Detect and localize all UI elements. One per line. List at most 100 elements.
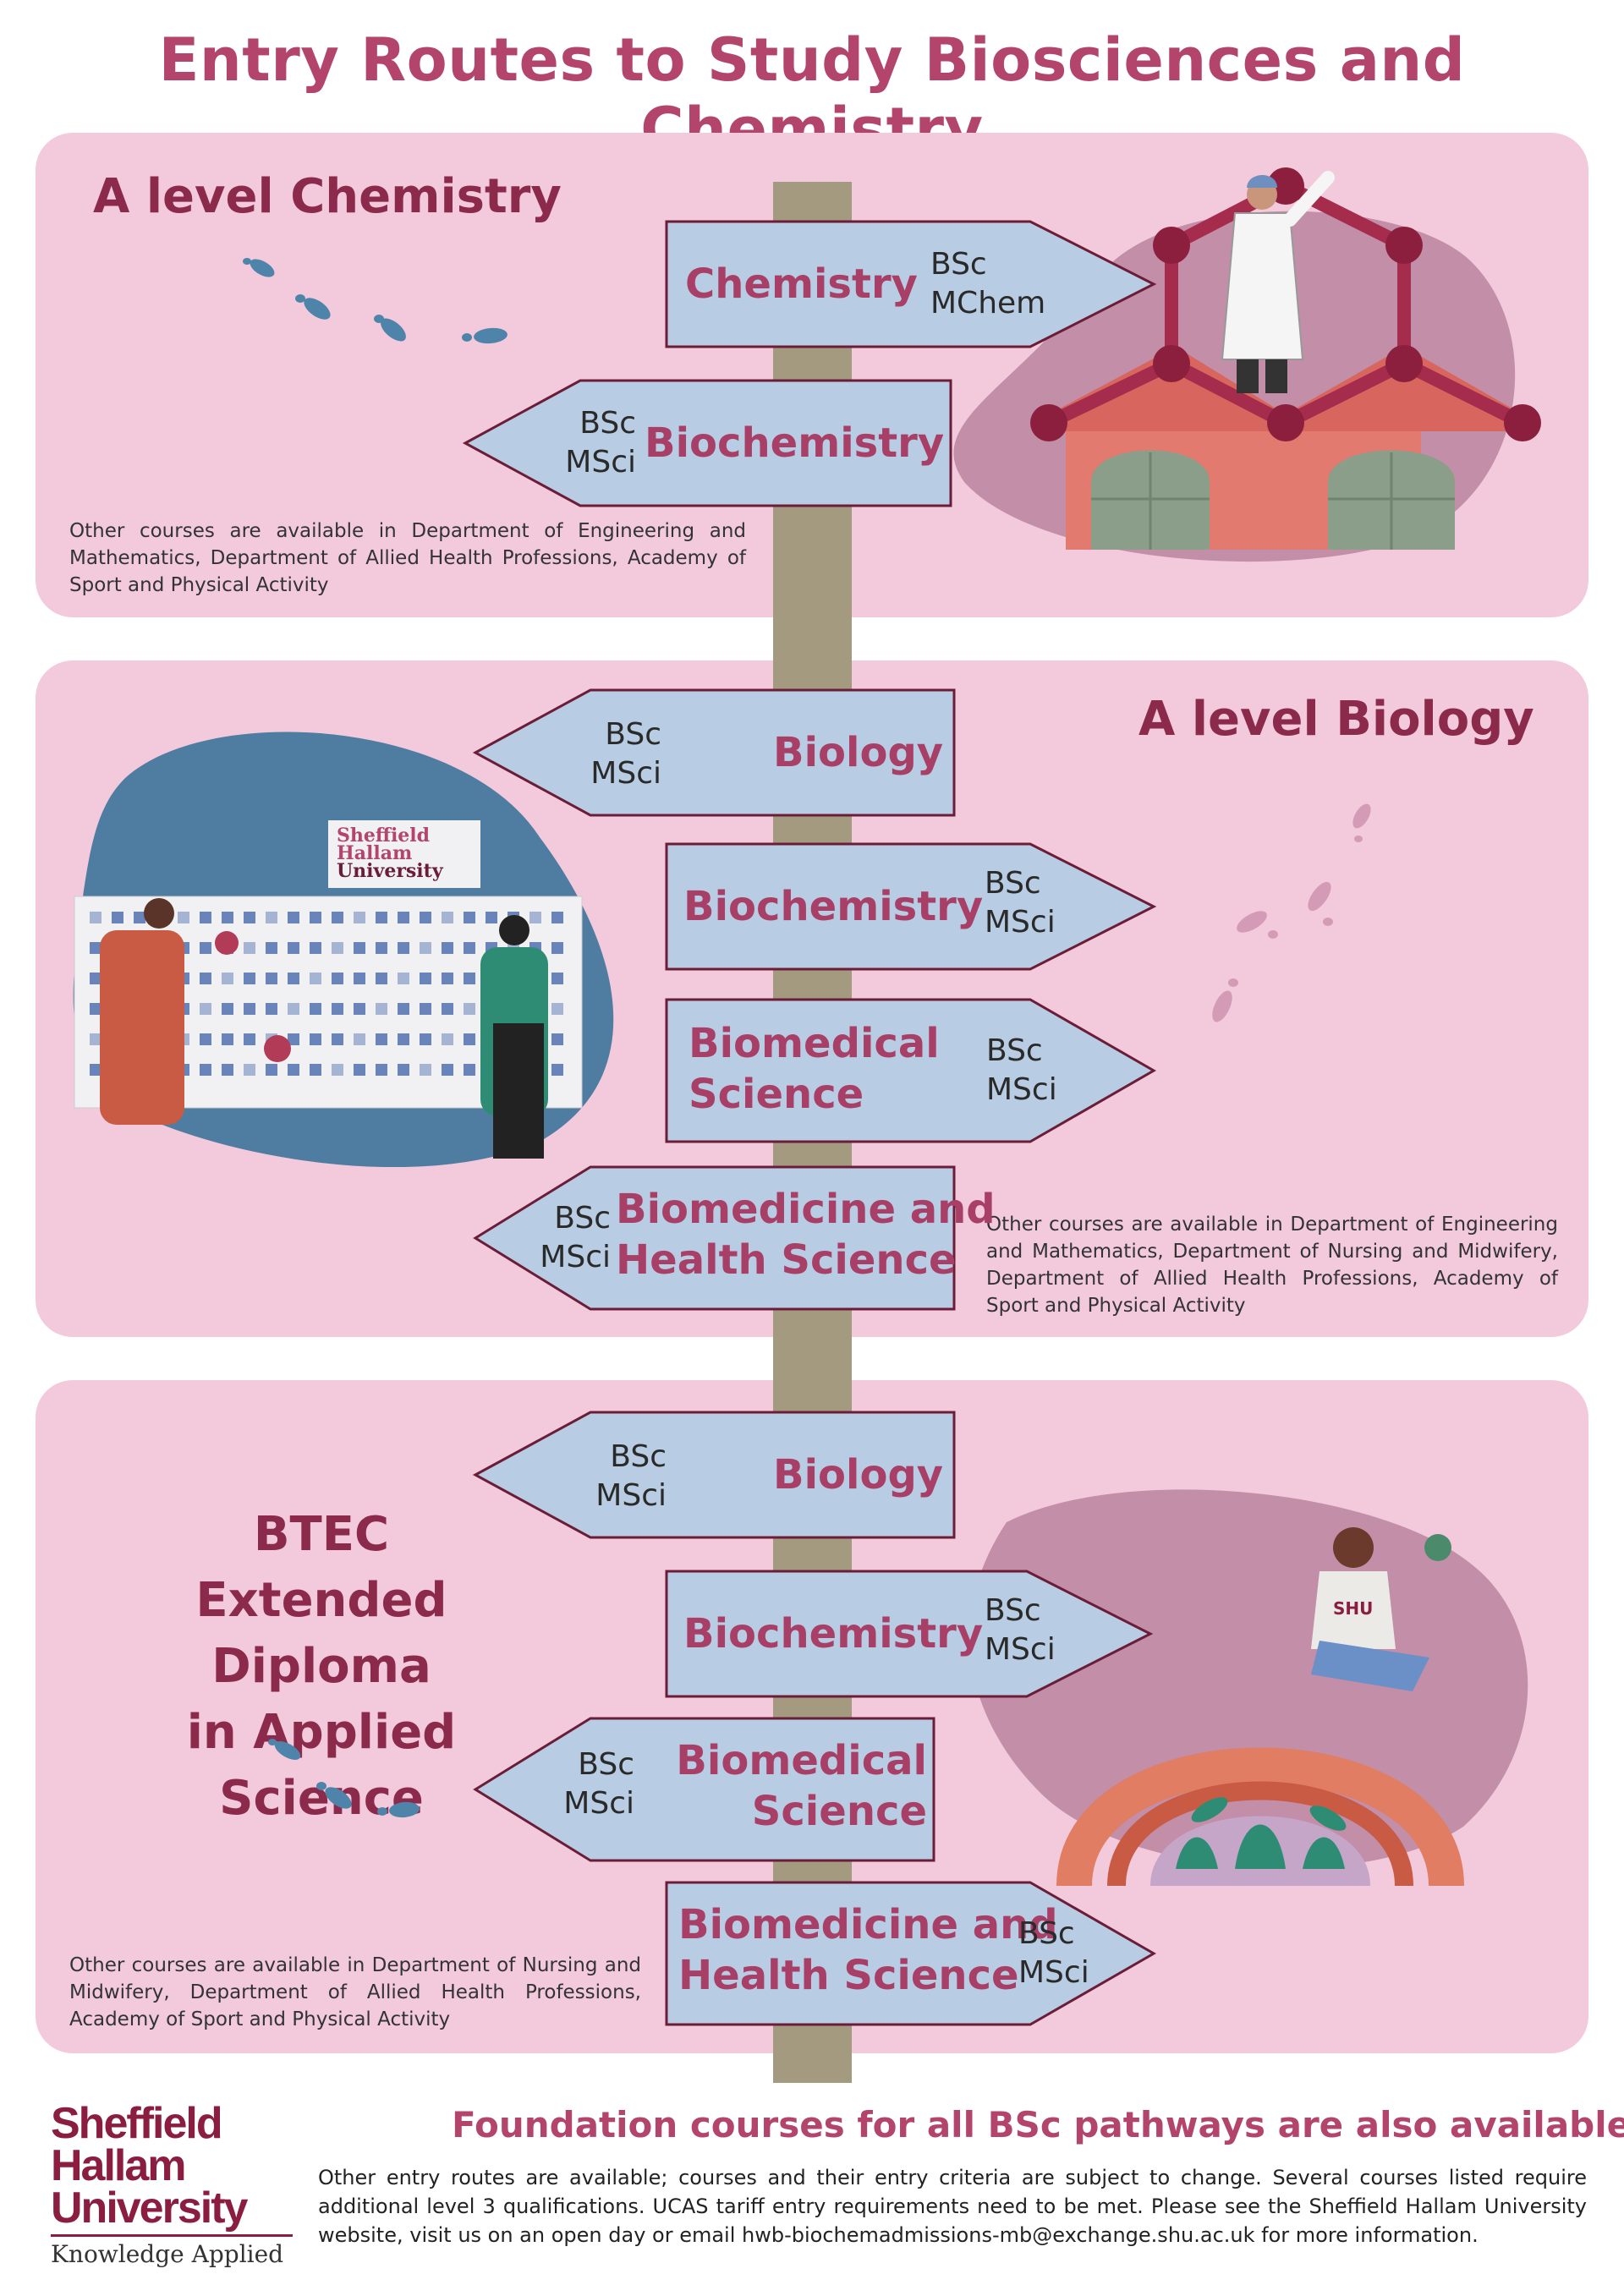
poster-grid-cell (551, 1064, 563, 1076)
poster-grid-cell (200, 973, 211, 984)
poster-text: Sheffield (337, 825, 431, 847)
poster-grid-cell (332, 1064, 343, 1076)
poster-grid-cell (222, 973, 233, 984)
poster-grid-cell (442, 942, 453, 954)
sign-title: Science (689, 1071, 864, 1118)
sign-degree: BSc (554, 1201, 611, 1236)
poster-grid-cell (442, 912, 453, 923)
poster-grid-cell (354, 1033, 365, 1045)
poster-grid-cell (442, 973, 453, 984)
poster-grid-cell (376, 973, 387, 984)
poster-grid-cell (376, 1003, 387, 1015)
sign-degree: MSci (985, 1632, 1056, 1667)
poster-grid-cell (222, 1064, 233, 1076)
poster-grid-cell (266, 973, 277, 984)
poster-grid-cell (332, 1003, 343, 1015)
poster-grid-cell (551, 1003, 563, 1015)
poster-grid-cell (420, 942, 431, 954)
poster-grid-cell (222, 1033, 233, 1045)
poster-grid-cell (332, 942, 343, 954)
foundation-note: Foundation courses for all BSc pathways … (452, 2104, 1624, 2145)
sign-title: Chemistry (685, 260, 918, 308)
sign-degree: MSci (986, 1072, 1057, 1107)
sign-degree: BSc (986, 1033, 1043, 1068)
footer-text: Other entry routes are available; course… (318, 2166, 1587, 2247)
poster-grid-cell (354, 942, 365, 954)
poster-grid-cell (90, 942, 102, 954)
poster-grid-cell (464, 1033, 475, 1045)
poster-grid-cell (398, 1003, 409, 1015)
poster-grid-cell (420, 973, 431, 984)
poster-grid-cell (486, 912, 497, 923)
poster-grid-cell (200, 942, 211, 954)
poster-grid-cell (376, 1064, 387, 1076)
page-title: Entry Routes to Study Biosciences and Ch… (158, 25, 1466, 164)
poster-grid-cell (200, 912, 211, 923)
poster-grid-cell (442, 1064, 453, 1076)
logo-text: Sheffield (51, 2099, 223, 2148)
poster-grid-cell (288, 973, 299, 984)
poster-grid-cell (266, 912, 277, 923)
poster-grid-cell (222, 912, 233, 923)
heading-line: BTEC (253, 1507, 390, 1562)
sign-title: Biomedicine and (678, 1901, 1058, 1948)
logo-text: University (51, 2184, 248, 2233)
poster-grid-cell (420, 1003, 431, 1015)
sign-degree: MSci (985, 905, 1056, 940)
shu-logo: Sheffield Hallam University Knowledge Ap… (51, 2099, 304, 2268)
poster-grid-cell (420, 1033, 431, 1045)
poster-grid-cell (442, 1033, 453, 1045)
poster-grid-cell (310, 1064, 321, 1076)
poster-grid-cell (442, 1003, 453, 1015)
sign-degree: MSci (595, 1478, 667, 1513)
poster-grid-cell (376, 1033, 387, 1045)
poster-grid-cell (178, 912, 189, 923)
poster-grid-cell (200, 1033, 211, 1045)
poster-grid-cell (376, 942, 387, 954)
poster-grid-cell (200, 1003, 211, 1015)
poster-text: University (337, 860, 443, 882)
poster-grid-cell (420, 1064, 431, 1076)
sign-degree: BSc (579, 406, 636, 441)
poster-grid-cell (266, 1003, 277, 1015)
sign-title: Health Science (678, 1952, 1019, 1999)
sign-degree: BSc (985, 1593, 1041, 1628)
poster-grid-cell (310, 942, 321, 954)
poster-text: Hallam (337, 842, 413, 864)
poster-grid-cell (244, 942, 255, 954)
poster-grid-cell (134, 912, 145, 923)
sign-title: Biomedical (676, 1737, 927, 1784)
heading-line: in Applied Science (186, 1705, 457, 1826)
poster-grid-cell (551, 912, 563, 923)
footsteps-icon (268, 1739, 420, 1818)
footsteps-icon (1212, 803, 1371, 1022)
poster-grid-cell (310, 1003, 321, 1015)
sign-degree: BSc (605, 717, 661, 752)
poster-grid-cell (398, 942, 409, 954)
poster-grid-cell (222, 1003, 233, 1015)
poster-grid-cell (398, 1064, 409, 1076)
poster-grid-cell (398, 973, 409, 984)
logo-text: Hallam (51, 2141, 187, 2190)
student-bridge-illustration: SHU (956, 1471, 1565, 1894)
poster-grid-cell (288, 942, 299, 954)
panel-1-heading: A level Chemistry (93, 169, 562, 224)
sign-degree: MSci (590, 756, 661, 791)
poster-grid-cell (354, 1003, 365, 1015)
poster-grid-cell (90, 1003, 102, 1015)
poster-grid-cell (354, 973, 365, 984)
students-poster-illustration: Sheffield Hallam University (66, 719, 641, 1167)
sign-title: Science (751, 1788, 927, 1835)
poster-grid-cell (90, 973, 102, 984)
poster-grid-cell (332, 973, 343, 984)
sign-degree: MChem (930, 286, 1046, 321)
footsteps-icon (243, 258, 508, 344)
sign-title: Biomedicine and (616, 1186, 996, 1233)
poster-grid-cell (551, 1033, 563, 1045)
poster-grid-cell (244, 912, 255, 923)
poster-grid-cell (310, 1033, 321, 1045)
panel-2-note: Other courses are available in Departmen… (986, 1214, 1558, 1317)
poster-grid-cell (288, 1064, 299, 1076)
poster-grid-cell (244, 973, 255, 984)
poster-grid-cell (464, 973, 475, 984)
